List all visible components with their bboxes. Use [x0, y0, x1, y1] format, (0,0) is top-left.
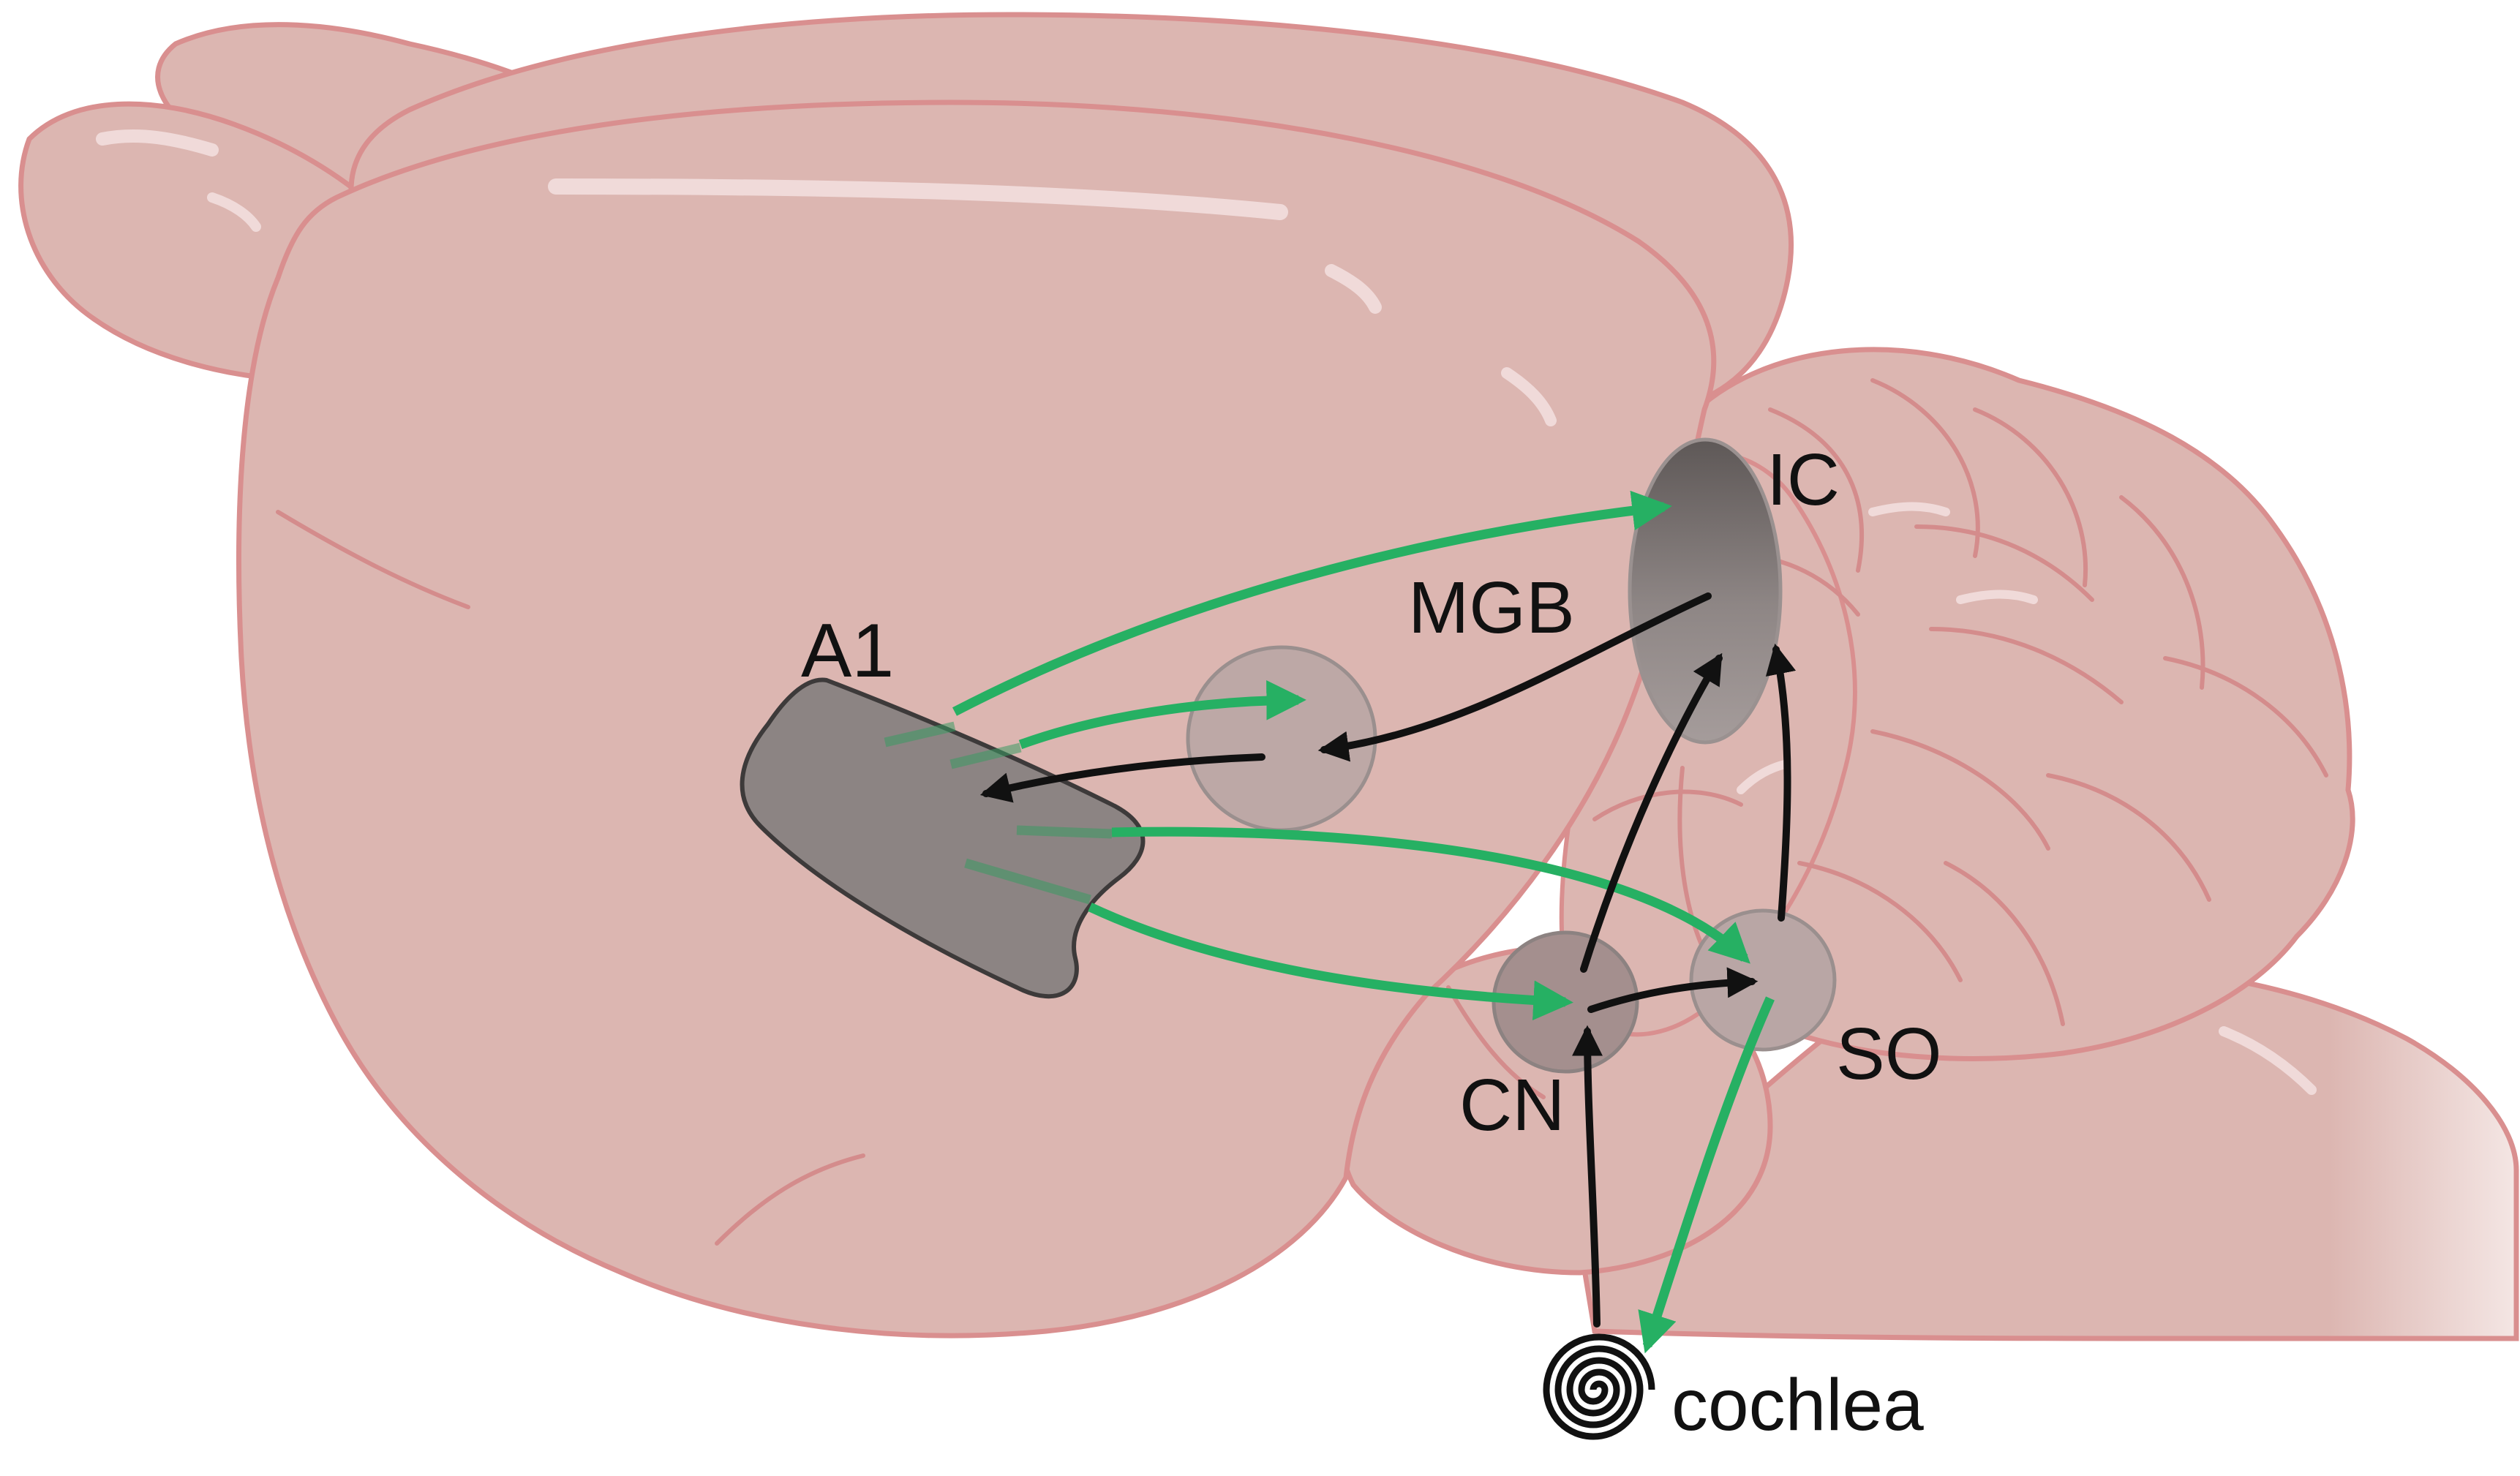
mgb-to-a1-projection	[979, 753, 1265, 803]
cortex-fold	[1446, 985, 1546, 1099]
cerebellum-folium	[1797, 861, 1963, 982]
highlight	[96, 129, 219, 157]
cerebellum-folium	[1768, 407, 1864, 573]
a1-region	[740, 677, 1146, 999]
highlight	[1737, 760, 1789, 794]
highlight	[1501, 367, 1557, 426]
cerebellum-folium	[1973, 407, 2088, 587]
cerebellum-folium	[1870, 729, 2050, 851]
projection-stub	[884, 721, 956, 748]
so-to-cochlea-projection	[1638, 996, 1775, 1354]
cerebellum-folium	[1870, 378, 1980, 558]
a1-to-ic-projection	[952, 490, 1672, 716]
projection-stub	[949, 742, 1022, 769]
highlight	[1956, 590, 2038, 604]
ic-label: IC	[1767, 439, 1840, 521]
a1-to-cn-projection	[1088, 903, 1573, 1021]
a1-label: A1	[801, 609, 894, 693]
cortex-fold	[715, 1153, 865, 1246]
cerebral-cortex	[236, 99, 1717, 1338]
cn-to-ic-projection	[1580, 652, 1723, 973]
ascending-projections	[979, 592, 1797, 1328]
so-to-ic-projection	[1765, 643, 1797, 922]
cortex-fold	[276, 510, 470, 609]
highlight	[2219, 1026, 2317, 1095]
brain-illustration	[18, 12, 2519, 1341]
highlight	[1868, 502, 1950, 516]
a1-to-mgb-projection	[1018, 680, 1306, 750]
projection-stub	[1016, 825, 1113, 839]
highlight	[548, 178, 1288, 220]
mgb-label: MGB	[1408, 567, 1575, 649]
descending-projections	[884, 490, 1775, 1354]
projection-stub	[964, 858, 1091, 905]
mgb-nucleus	[1186, 645, 1377, 832]
highlight	[1325, 264, 1382, 314]
cn-to-so-projection	[1587, 967, 1759, 1013]
cerebellum-folium	[2046, 773, 2211, 902]
ic-nucleus	[1628, 437, 1783, 745]
spiral-icon	[1543, 1333, 1655, 1440]
cerebellum-folium	[1944, 861, 2065, 1026]
highlight	[207, 192, 261, 232]
cerebellum-folium	[2119, 495, 2205, 690]
so-label: SO	[1836, 1013, 1941, 1095]
a1-to-so-projection	[1111, 827, 1750, 964]
cn-label: CN	[1459, 1064, 1565, 1146]
cochlea-label: cochlea	[1671, 1364, 1924, 1446]
cerebellum-folium	[1929, 627, 2124, 704]
cerebellum-folium	[2163, 656, 2328, 777]
brainstem-fold	[1592, 789, 1743, 821]
cerebellum-folium	[1914, 524, 2094, 602]
ic-to-mgb-projection	[1317, 592, 1712, 762]
cochlea-to-cn-projection	[1572, 1025, 1603, 1328]
